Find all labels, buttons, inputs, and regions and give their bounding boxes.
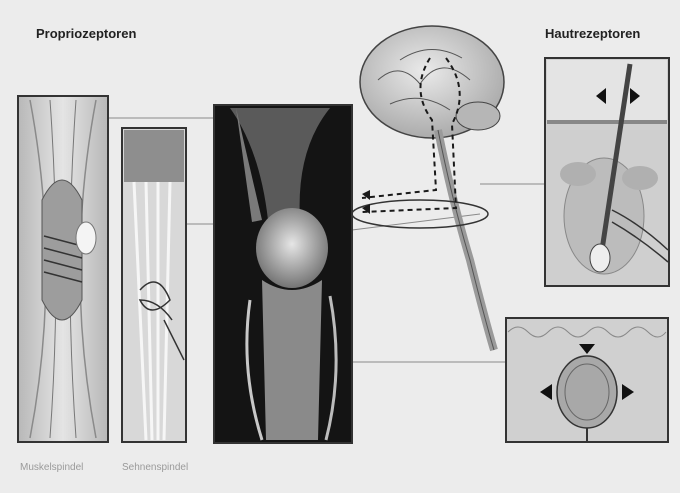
- tendon-spindle-panel: [122, 128, 186, 442]
- proprioceptors-title: Propriozeptoren: [36, 26, 136, 41]
- muscle-spindle-panel: [18, 96, 108, 442]
- knee-xray-panel: [214, 105, 352, 443]
- hair-receptor-panel: [545, 58, 669, 286]
- tendon-spindle-caption: Sehnenspindel: [122, 462, 188, 473]
- pacinian-corpuscle-panel: [506, 318, 668, 442]
- skin-receptors-title: Hautrezeptoren: [545, 26, 640, 41]
- muscle-spindle-caption: Muskelspindel: [20, 462, 83, 473]
- brain-spinal-cord: [352, 26, 504, 350]
